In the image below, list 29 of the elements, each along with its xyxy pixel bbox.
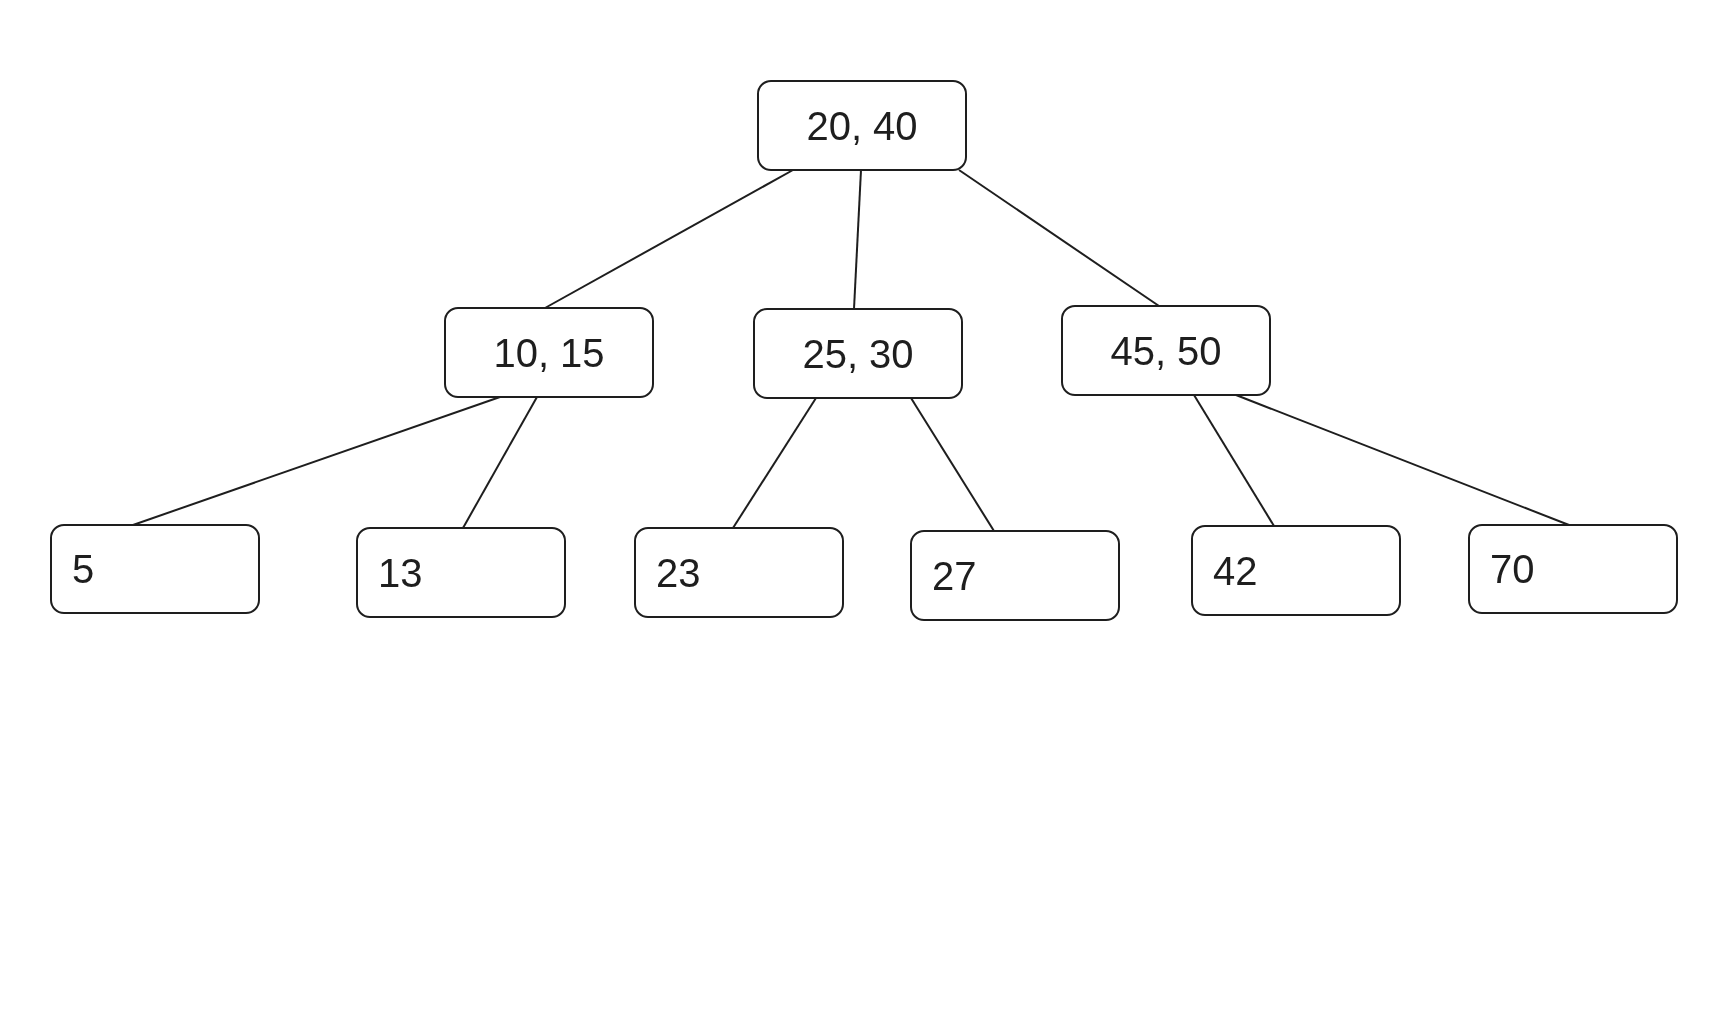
node-key-text: 23 [656, 552, 701, 593]
tree-node-box [910, 530, 1120, 621]
node-key-text: 45, 50 [1110, 330, 1222, 371]
node-key-text: 70 [1490, 549, 1535, 589]
tree-node-box [753, 308, 963, 399]
connector-line [132, 396, 501, 526]
node-key-text: 5 [72, 549, 95, 589]
node-key-text: 27 [932, 555, 977, 596]
tree-node-box [1061, 305, 1271, 396]
node-key-text: 42 [1213, 550, 1258, 591]
connector-line [910, 397, 995, 532]
connector-line [732, 397, 817, 529]
tree-node-box [1468, 524, 1678, 614]
connector-line [544, 169, 794, 309]
node-key-text: 20, 40 [806, 105, 918, 146]
connector-line [853, 169, 862, 310]
tree-node-box [1191, 525, 1401, 616]
tree-node-box [634, 527, 844, 618]
node-key-text: 13 [378, 552, 423, 593]
connector-line [1235, 394, 1570, 526]
tree-node-box [757, 80, 967, 171]
node-key-text: 25, 30 [802, 333, 914, 374]
connector-line [462, 396, 538, 529]
connector-line [958, 169, 1160, 307]
node-key-text: 10, 15 [493, 332, 605, 373]
tree-node-box [444, 307, 654, 398]
tree-node-box [356, 527, 566, 618]
tree-node-box [50, 524, 260, 614]
connector-line [1193, 394, 1275, 527]
